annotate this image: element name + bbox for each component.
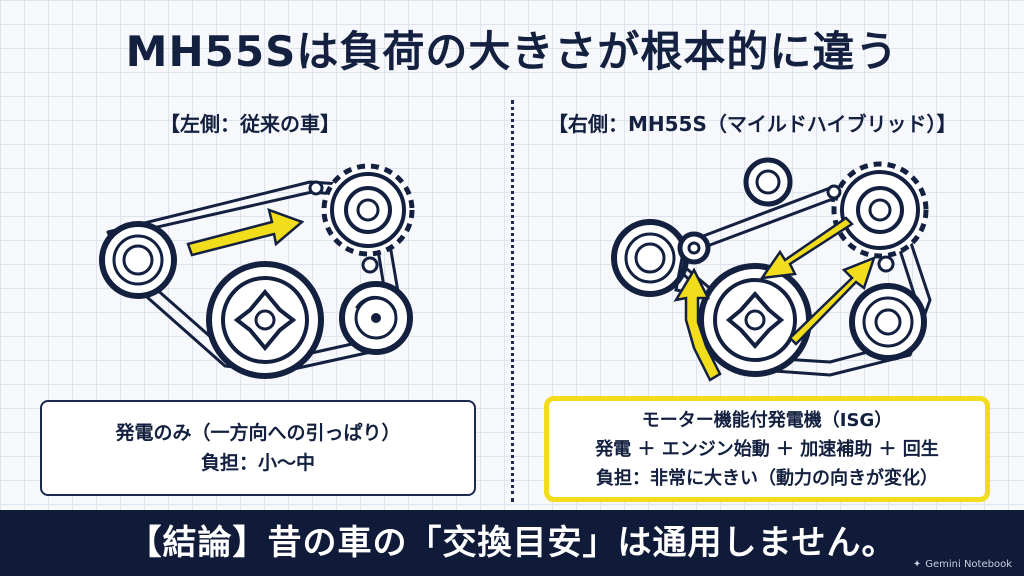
idler-pulley-left bbox=[99, 221, 177, 299]
conventional-line-2: 負担：小〜中 bbox=[200, 452, 315, 474]
arrow-drive-to-isg bbox=[788, 255, 877, 346]
conventional-summary-box: 発電のみ（一方向への引っぱり） 負担：小〜中 bbox=[40, 400, 476, 496]
page-title: MH55Sは負荷の大きさが根本的に違う bbox=[125, 27, 899, 76]
idler-pulley-right bbox=[849, 283, 927, 361]
watermark-label: Gemini Notebook bbox=[925, 559, 1012, 570]
arrow-start-assist bbox=[673, 267, 722, 382]
crankshaft-pulley bbox=[206, 261, 324, 379]
isg-line-2: 発電 ＋ エンジン始動 ＋ 加速補助 ＋ 回生 bbox=[595, 438, 939, 460]
isg-line-3: 負担：非常に大きい（動力の向きが変化） bbox=[596, 467, 938, 489]
arrow-isg-to-crank bbox=[759, 216, 854, 280]
conventional-line-1: 発電のみ（一方向への引っぱり） bbox=[115, 422, 401, 444]
conclusion-text: 【結論】昔の車の「交換目安」は通用しません。 bbox=[127, 523, 897, 563]
pull-direction-arrow bbox=[186, 208, 305, 257]
isg-belt-diagram bbox=[611, 157, 932, 382]
isg-motor-generator bbox=[826, 161, 929, 273]
right-heading: 【右側：MH55S（マイルドハイブリッド）】 bbox=[548, 112, 957, 136]
small-pulley-top bbox=[743, 157, 793, 207]
watermark: ✦ Gemini Notebook bbox=[913, 559, 1012, 570]
tensioner-pulley bbox=[339, 281, 413, 355]
isg-summary-box: モーター機能付発電機（ISG） 発電 ＋ エンジン始動 ＋ 加速補助 ＋ 回生 … bbox=[544, 396, 990, 502]
conventional-belt-diagram bbox=[99, 163, 415, 379]
crankshaft-pulley bbox=[698, 263, 812, 377]
sparkle-icon: ✦ bbox=[912, 559, 922, 570]
idler-pulley-left bbox=[611, 219, 689, 297]
conclusion-bar: 【結論】昔の車の「交換目安」は通用しません。 ✦ Gemini Notebook bbox=[0, 510, 1024, 576]
left-heading: 【左側：従来の車】 bbox=[160, 112, 340, 136]
isg-line-1: モーター機能付発電機（ISG） bbox=[641, 409, 893, 431]
alternator-gear bbox=[308, 163, 415, 274]
center-divider bbox=[511, 100, 514, 502]
